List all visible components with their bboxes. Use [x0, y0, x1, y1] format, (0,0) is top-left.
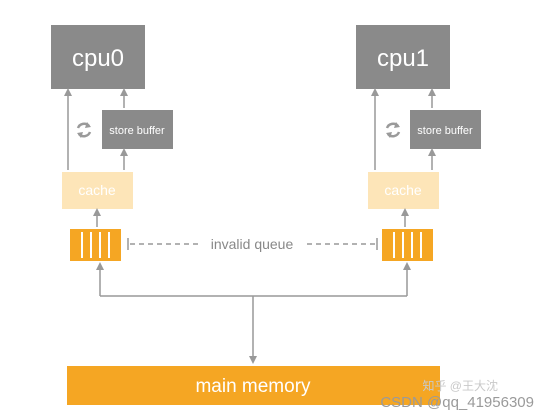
watermark: 知乎 @王大沈 CSDN @qq_41956309	[380, 378, 534, 411]
cpu0-invalid-queue	[70, 229, 121, 261]
cpu0-label: cpu0	[72, 45, 124, 72]
cpu1-store-buffer	[410, 110, 481, 149]
cpu1-box	[356, 25, 450, 89]
cpu0-store-buffer	[102, 110, 173, 149]
cpu1-cache	[368, 172, 439, 209]
invalid-queue-connector	[127, 238, 378, 250]
cpu1-invalid-queue	[382, 229, 433, 261]
cpu0-cache-label: cache	[78, 182, 116, 198]
main-memory-label: main memory	[195, 376, 311, 397]
cpu0-cache	[62, 172, 133, 209]
cpu0-store-buffer-label: store buffer	[109, 125, 165, 137]
cpu0-box	[51, 25, 145, 89]
main-memory-box	[67, 366, 440, 405]
watermark-zhihu: 知乎 @王大沈	[422, 378, 498, 393]
watermark-csdn: CSDN @qq_41956309	[380, 393, 534, 411]
cpu0-refresh-icon	[76, 122, 92, 138]
cpu1-cache-label: cache	[384, 182, 422, 198]
cpu1-label: cpu1	[377, 45, 429, 72]
memory-bus	[96, 262, 411, 364]
cpu1-store-buffer-label: store buffer	[417, 125, 473, 137]
cpu1-refresh-icon	[385, 122, 401, 138]
invalid-queue-label: invalid queue	[211, 236, 294, 252]
